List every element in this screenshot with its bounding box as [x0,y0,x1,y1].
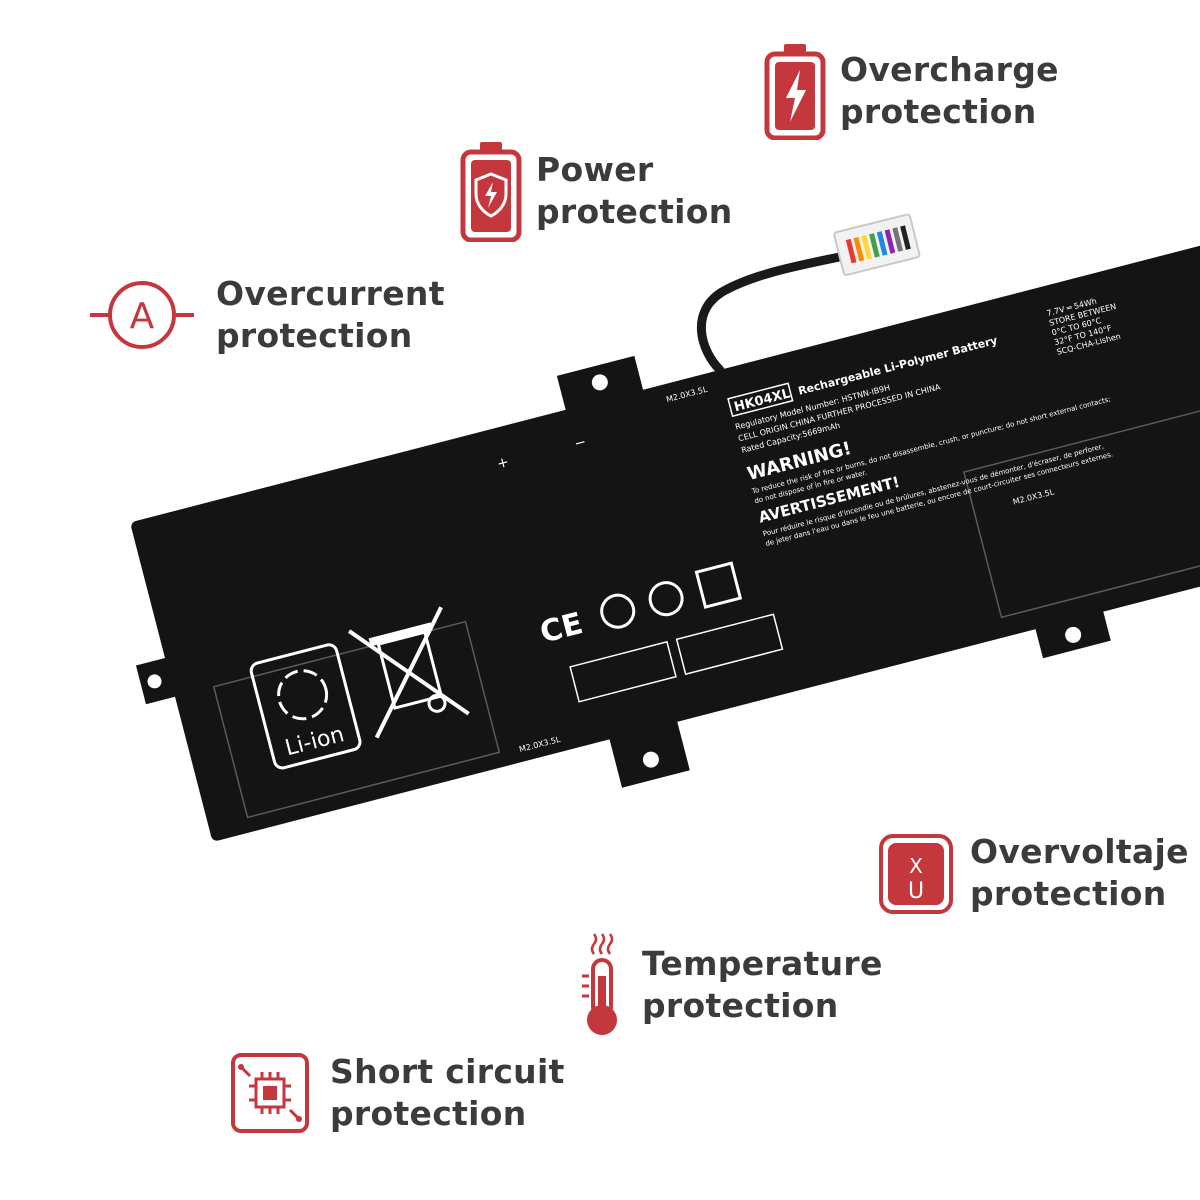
feature-power: Power protection [460,140,733,242]
short-circuit-line2: protection [330,1094,527,1133]
voltage-icon: X U [879,834,953,914]
thermometer-icon [582,933,617,1035]
overcharge-line2: protection [840,92,1037,131]
cert-mark-1 [600,593,636,629]
battery-bolt-icon [764,44,826,140]
battery-body: Li-ion CE + − HK04XL Rechargeable Li-P [131,243,1200,841]
short-circuit-line1: Short circuit [330,1052,565,1091]
voltage-letter-bottom: U [908,879,924,904]
cert-mark-3 [694,561,743,609]
battery-cable [696,245,877,375]
feature-short-circuit: Short circuit protection [230,1050,565,1136]
chip-icon [231,1053,309,1133]
overcurrent-line1: Overcurrent [216,274,445,313]
battery-shield-icon [460,142,522,242]
cert-mark-2 [648,581,684,617]
temperature-line2: protection [642,986,839,1025]
power-line2: protection [536,192,733,231]
feature-overvoltage: X U Overvoltaje protection [878,830,1189,916]
battery-connector [833,213,921,276]
feature-temperature: Temperature protection [578,932,883,1038]
overvoltage-line2: protection [970,874,1167,913]
crossed-bin-icon [347,606,470,739]
power-line1: Power [536,150,654,189]
ampere-letter: A [130,296,155,337]
feature-overcurrent: A Overcurrent protection [88,272,445,358]
plus-terminal: + [495,454,510,472]
overcharge-line1: Overcharge [840,50,1059,89]
overcurrent-line2: protection [216,316,413,355]
temperature-line1: Temperature [642,944,883,983]
voltage-letter-top: X [909,854,923,878]
overvoltage-line1: Overvoltaje [970,832,1189,871]
feature-overcharge: Overcharge protection [764,42,1059,140]
ampere-icon: A [90,281,194,349]
minus-terminal: − [573,434,588,452]
